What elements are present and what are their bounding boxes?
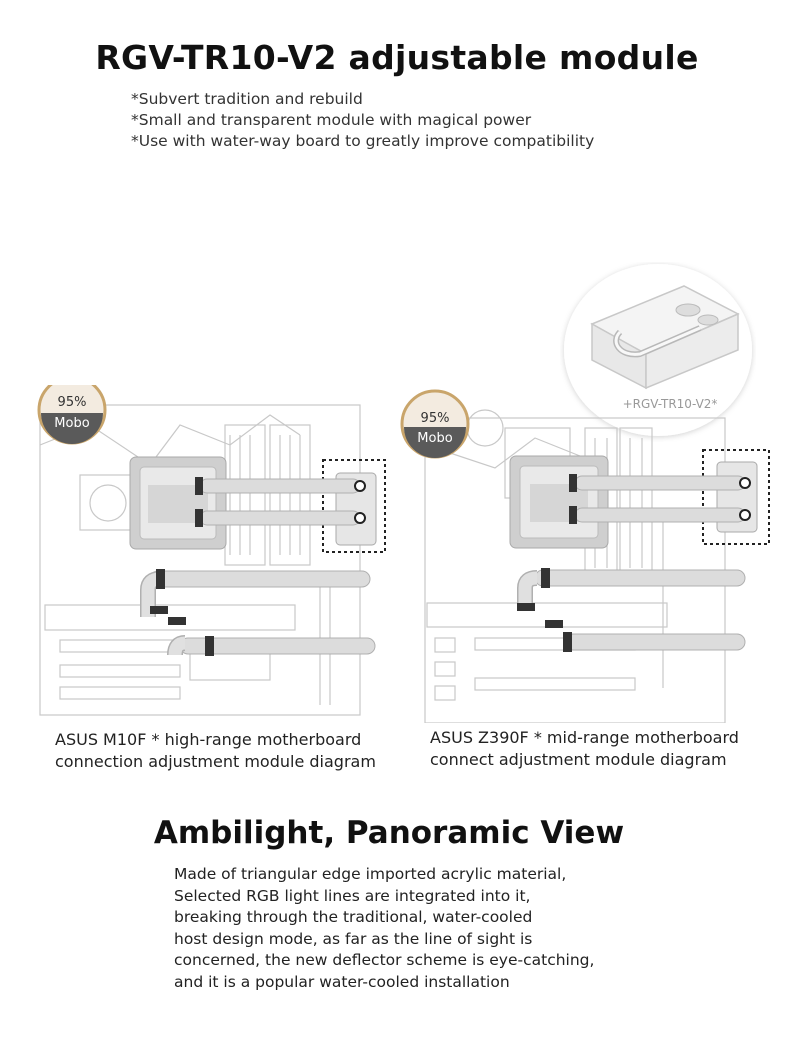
paragraph-line: concerned, the new deflector scheme is e… xyxy=(174,951,595,970)
caption-line: connect adjustment module diagram xyxy=(430,750,727,769)
paragraph-line: and it is a popular water-cooled install… xyxy=(174,972,510,991)
cpu-waterblock xyxy=(509,455,609,549)
right-motherboard-diagram: 95% Mobo xyxy=(400,389,770,723)
page-title: RGV-TR10-V2 adjustable module xyxy=(95,38,699,77)
section-title: Ambilight, Panoramic View xyxy=(153,815,625,851)
feature-item: *Small and transparent module with magic… xyxy=(131,111,532,129)
caption-line: ASUS M10F * high-range motherboard xyxy=(55,730,362,749)
caption-line: connection adjustment module diagram xyxy=(55,752,376,771)
feature-list: *Subvert tradition and rebuild *Small an… xyxy=(131,89,594,152)
paragraph-line: host design mode, as far as the line of … xyxy=(174,929,533,948)
tube-fittings xyxy=(150,477,366,656)
badge-label: Mobo xyxy=(417,431,452,446)
feature-item: *Use with water-way board to greatly imp… xyxy=(131,132,595,150)
cpu-waterblock xyxy=(129,456,227,550)
section-paragraph: Made of triangular edge imported acrylic… xyxy=(174,864,594,994)
caption-line: ASUS Z390F * mid-range motherboard xyxy=(430,728,739,747)
feature-item: *Subvert tradition and rebuild xyxy=(131,90,363,108)
module-block-image xyxy=(590,285,740,390)
paragraph-line: Made of triangular edge imported acrylic… xyxy=(174,865,567,883)
left-diagram-caption: ASUS M10F * high-range motherboard conne… xyxy=(55,729,376,773)
right-diagram-caption: ASUS Z390F * mid-range motherboard conne… xyxy=(430,727,739,771)
module-label: +RGV-TR10-V2* xyxy=(623,397,718,411)
left-motherboard-diagram: 95% Mobo xyxy=(37,385,386,716)
adjustment-module-highlight xyxy=(702,449,770,545)
module-inset: +RGV-TR10-V2* xyxy=(564,264,752,436)
badge-percent: 95% xyxy=(421,411,450,426)
badge-percent: 95% xyxy=(58,395,87,410)
paragraph-line: breaking through the traditional, water-… xyxy=(174,908,533,927)
badge-label: Mobo xyxy=(54,416,89,431)
coolant-tubes xyxy=(517,475,746,651)
adjustment-module-highlight xyxy=(322,459,386,553)
tube-fittings xyxy=(517,474,751,652)
paragraph-line: Selected RGB light lines are integrated … xyxy=(174,886,531,905)
motherboard-outline xyxy=(39,404,361,716)
